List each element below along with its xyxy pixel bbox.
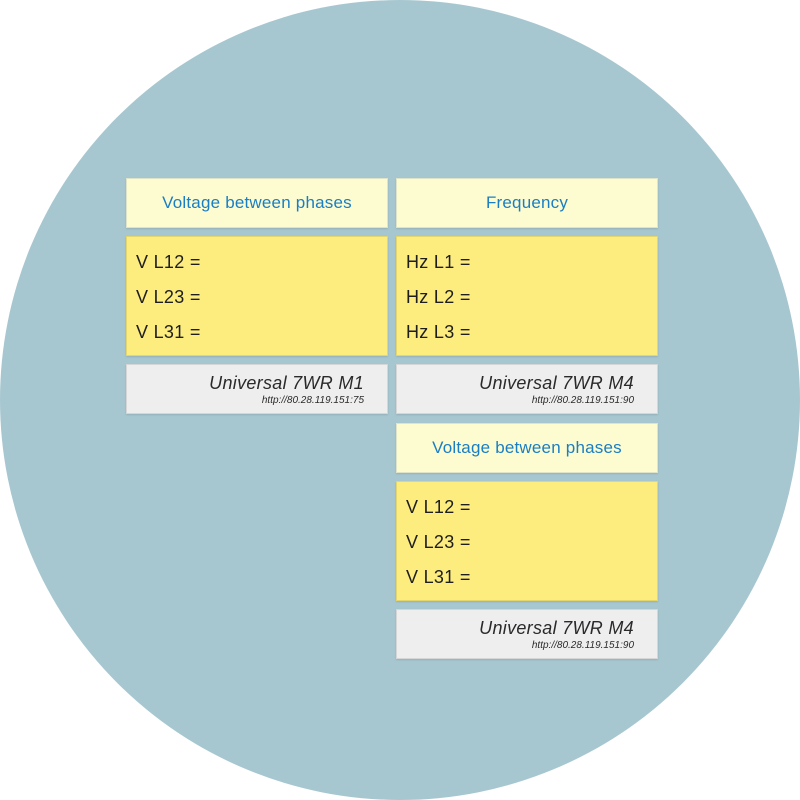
reading-row: V L23 =	[136, 285, 388, 320]
panel-title: Frequency	[396, 178, 658, 228]
reading-label: V L12 =	[136, 252, 201, 272]
reading-label: V L23 =	[136, 287, 201, 307]
device-footer: Universal 7WR M4 http://80.28.119.151:90	[396, 364, 658, 414]
reading-row: V L31 =	[136, 320, 388, 355]
device-url-link[interactable]: http://80.28.119.151:75	[261, 395, 364, 406]
device-name: Universal 7WR M4	[479, 618, 634, 638]
device-name: Universal 7WR M1	[209, 373, 364, 393]
device-url-link[interactable]: http://80.28.119.151:90	[531, 640, 634, 651]
reading-label: V L31 =	[136, 322, 201, 342]
reading-row: Hz L3 =	[406, 320, 658, 355]
reading-row: V L12 =	[136, 250, 388, 285]
device-footer: Universal 7WR M1 http://80.28.119.151:75	[126, 364, 388, 414]
frequency-panel-m4: Frequency Hz L1 = Hz L2 = Hz L3 = Univer…	[396, 178, 658, 414]
readings-box: V L12 = V L23 = V L31 =	[126, 236, 388, 356]
reading-label: V L12 =	[406, 497, 471, 517]
reading-label: V L31 =	[406, 567, 471, 587]
device-name: Universal 7WR M4	[479, 373, 634, 393]
voltage-panel-m1: Voltage between phases V L12 = V L23 = V…	[126, 178, 388, 414]
panel-title: Voltage between phases	[396, 423, 658, 473]
voltage-panel-m4: Voltage between phases V L12 = V L23 = V…	[396, 423, 658, 659]
reading-label: Hz L1 =	[406, 252, 471, 272]
panel-title: Voltage between phases	[126, 178, 388, 228]
device-url-link[interactable]: http://80.28.119.151:90	[531, 395, 634, 406]
readings-box: Hz L1 = Hz L2 = Hz L3 =	[396, 236, 658, 356]
reading-label: V L23 =	[406, 532, 471, 552]
device-footer: Universal 7WR M4 http://80.28.119.151:90	[396, 609, 658, 659]
reading-row: V L23 =	[406, 530, 658, 565]
readings-box: V L12 = V L23 = V L31 =	[396, 481, 658, 601]
reading-label: Hz L3 =	[406, 322, 471, 342]
reading-row: Hz L2 =	[406, 285, 658, 320]
reading-label: Hz L2 =	[406, 287, 471, 307]
reading-row: Hz L1 =	[406, 250, 658, 285]
reading-row: V L31 =	[406, 565, 658, 600]
reading-row: V L12 =	[406, 495, 658, 530]
